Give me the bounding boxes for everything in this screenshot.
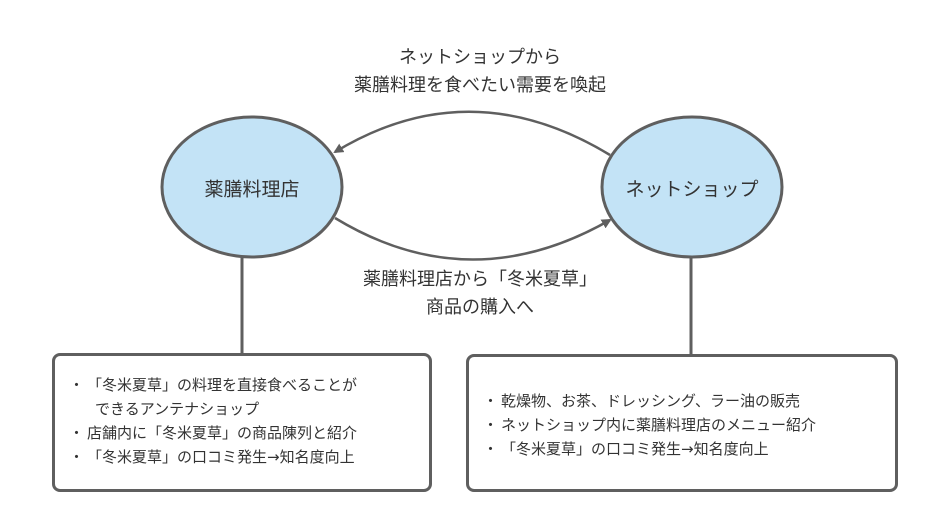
node-restaurant-label: 薬膳料理店 — [204, 178, 300, 201]
list-item: 「冬米夏草」の口コミ発生→知名度向上 — [69, 445, 429, 469]
netshop-description-list: 乾燥物、お茶、ドレッシング、ラー油の販売 ネットショップ内に薬膳料理店のメニュー… — [483, 389, 895, 461]
list-item: 乾燥物、お茶、ドレッシング、ラー油の販売 — [483, 389, 895, 413]
list-item: できるアンテナショップ — [95, 400, 260, 418]
edge-restaurant-to-netshop — [334, 216, 612, 261]
edge-bottom-label: 薬膳料理店から「冬米夏草」 商品の購入へ — [300, 266, 660, 322]
list-item: ネットショップ内に薬膳料理店のメニュー紹介 — [483, 413, 895, 437]
edge-netshop-to-restaurant — [333, 110, 611, 157]
list-item: 「冬米夏草」の口コミ発生→知名度向上 — [483, 437, 895, 461]
edge-bottom-line-2: 商品の購入へ — [426, 297, 534, 318]
node-netshop-shape[interactable] — [600, 115, 784, 259]
node-netshop-label: ネットショップ — [625, 178, 759, 201]
restaurant-description-list: 「冬米夏草」の料理を直接食べることが できるアンテナショップ 店舗内に「冬米夏草… — [69, 373, 429, 469]
edge-top-line-2: 薬膳料理を食べたい需要を喚起 — [354, 75, 606, 96]
edge-top-label: ネットショップから 薬膳料理を食べたい需要を喚起 — [300, 44, 660, 100]
list-item: 「冬米夏草」の料理を直接食べることが — [69, 373, 429, 397]
edge-bottom-line-1: 薬膳料理店から「冬米夏草」 — [363, 269, 597, 290]
netshop-description-box: 乾燥物、お茶、ドレッシング、ラー油の販売 ネットショップ内に薬膳料理店のメニュー… — [466, 354, 898, 492]
restaurant-description-box: 「冬米夏草」の料理を直接食べることが できるアンテナショップ 店舗内に「冬米夏草… — [52, 353, 432, 492]
list-item: 店舗内に「冬米夏草」の商品陳列と紹介 — [69, 421, 429, 445]
node-restaurant-shape[interactable] — [160, 115, 344, 259]
edge-top-line-1: ネットショップから — [399, 47, 561, 68]
